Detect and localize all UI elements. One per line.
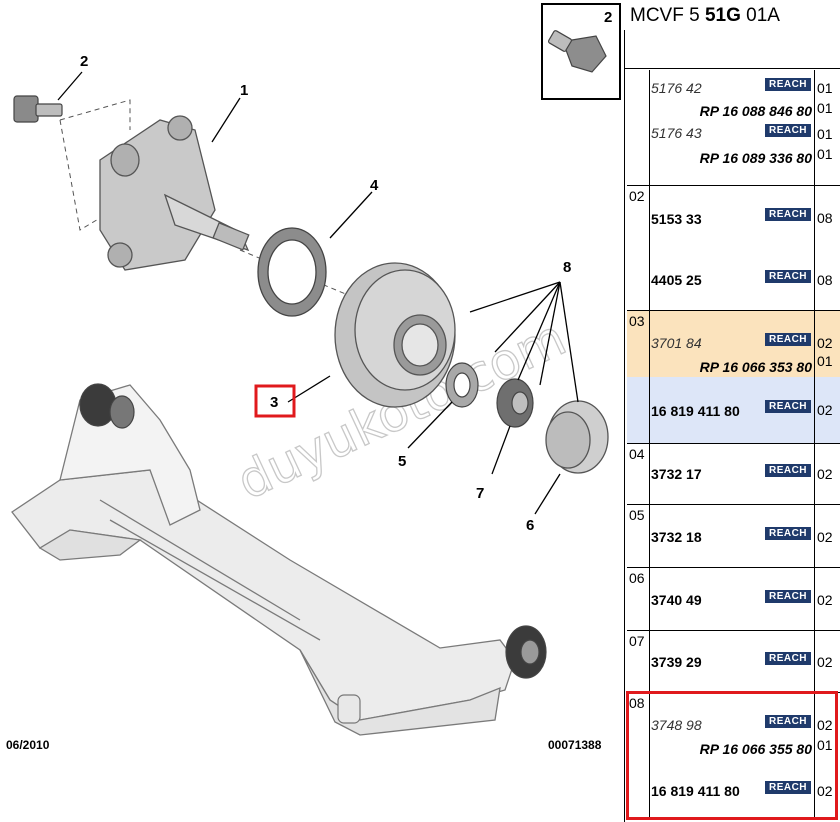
quantity: 08 (817, 210, 833, 226)
rp-ref: RP 16 066 353 80 (699, 359, 812, 375)
callout-8: 8 (563, 259, 571, 276)
reach-badge: REACH (765, 781, 811, 794)
reach-badge: REACH (765, 208, 811, 221)
quantity: 02 (817, 783, 833, 799)
callout-4: 4 (370, 177, 379, 194)
row-index: 08 (629, 695, 645, 711)
part-ref: 3739 29 (651, 654, 702, 670)
reach-badge: REACH (765, 78, 811, 91)
callout-1: 1 (240, 82, 248, 99)
parts-table (624, 30, 840, 822)
inset-bolt-icon (547, 30, 607, 73)
table-row[interactable]: 06 3740 49 REACH 02 (627, 567, 840, 630)
callout-6: 6 (526, 517, 534, 534)
inset-callout: 2 (604, 9, 612, 26)
part-ref: 16 819 411 80 (651, 783, 740, 799)
callout-5: 5 (398, 453, 406, 470)
row-index: 06 (629, 570, 645, 586)
quantity: 02 (817, 402, 833, 418)
quantity: 02 (817, 654, 833, 670)
table-header-gap (624, 30, 840, 69)
row-08-selection-frame (626, 691, 838, 820)
quantity: 08 (817, 272, 833, 288)
stub-axle-part (99, 115, 250, 271)
table-row[interactable]: 08 3748 98 REACH 02 RP 16 066 355 80 01 … (627, 692, 840, 820)
quantity: 02 (817, 592, 833, 608)
seal-ring-part (257, 227, 327, 317)
reach-badge: REACH (765, 333, 811, 346)
part-ref: 3701 84 (651, 335, 702, 351)
callout-2: 2 (80, 53, 88, 70)
quantity: 01 (817, 146, 833, 162)
reach-badge: REACH (765, 464, 811, 477)
row-index: 07 (629, 633, 645, 649)
reach-badge: REACH (765, 400, 811, 413)
reach-badge: REACH (765, 652, 811, 665)
table-title: MCVF 5 51G 01A (630, 5, 780, 26)
rp-ref: RP 16 066 355 80 (699, 741, 812, 757)
rp-ref: RP 16 088 846 80 (699, 103, 812, 119)
table-row[interactable]: 07 3739 29 REACH 02 (627, 630, 840, 692)
quantity: 01 (817, 100, 833, 116)
table-row[interactable]: 05 3732 18 REACH 02 (627, 504, 840, 567)
washer-part (445, 362, 479, 408)
reach-badge: REACH (765, 124, 811, 137)
part-ref: 5176 43 (651, 125, 702, 141)
right-bushing (337, 625, 547, 724)
table-row[interactable]: 5176 42 REACH 01 RP 16 088 846 80 01 517… (627, 70, 840, 185)
row-index: 03 (629, 313, 645, 329)
part-ref: 3748 98 (651, 717, 702, 733)
reach-badge: REACH (765, 715, 811, 728)
drawing-number: 00071388 (548, 738, 602, 752)
quantity: 01 (817, 126, 833, 142)
quantity: 01 (817, 80, 833, 96)
row-index: 02 (629, 188, 645, 204)
bolt-part (13, 95, 63, 123)
part-ref: 5153 33 (651, 211, 702, 227)
quantity: 01 (817, 353, 833, 369)
callout-3-highlight (254, 384, 296, 418)
quantity: 02 (817, 466, 833, 482)
part-ref: 5176 42 (651, 80, 702, 96)
part-ref: 16 819 411 80 (651, 403, 740, 419)
quantity: 01 (817, 737, 833, 753)
dust-cap-part (545, 400, 609, 474)
callout-3[interactable]: 3 (270, 394, 278, 411)
part-ref: 4405 25 (651, 272, 702, 288)
part-ref: 3740 49 (651, 592, 702, 608)
rear-axle-beam (11, 384, 516, 736)
quantity: 02 (817, 529, 833, 545)
table-row-selected[interactable]: 03 3701 84 REACH 02 RP 16 066 353 80 01 … (627, 310, 840, 444)
callout-7: 7 (476, 485, 484, 502)
quantity: 02 (817, 335, 833, 351)
reach-badge: REACH (765, 270, 811, 283)
part-ref: 3732 17 (651, 466, 702, 482)
table-row[interactable]: 02 5153 33 REACH 08 4405 25 REACH 08 (627, 185, 840, 310)
row-index: 05 (629, 507, 645, 523)
part-ref: 3732 18 (651, 529, 702, 545)
quantity: 02 (817, 717, 833, 733)
diagram-date: 06/2010 (6, 738, 50, 752)
left-bushing (79, 383, 135, 429)
rp-ref: RP 16 089 336 80 (699, 150, 812, 166)
wheel-hub-part (334, 262, 456, 408)
nut-part (496, 378, 534, 428)
table-row[interactable]: 04 3732 17 REACH 02 (627, 443, 840, 504)
reach-badge: REACH (765, 527, 811, 540)
reach-badge: REACH (765, 590, 811, 603)
inset-bolt-detail: 2 (541, 3, 621, 100)
row-index: 04 (629, 446, 645, 462)
